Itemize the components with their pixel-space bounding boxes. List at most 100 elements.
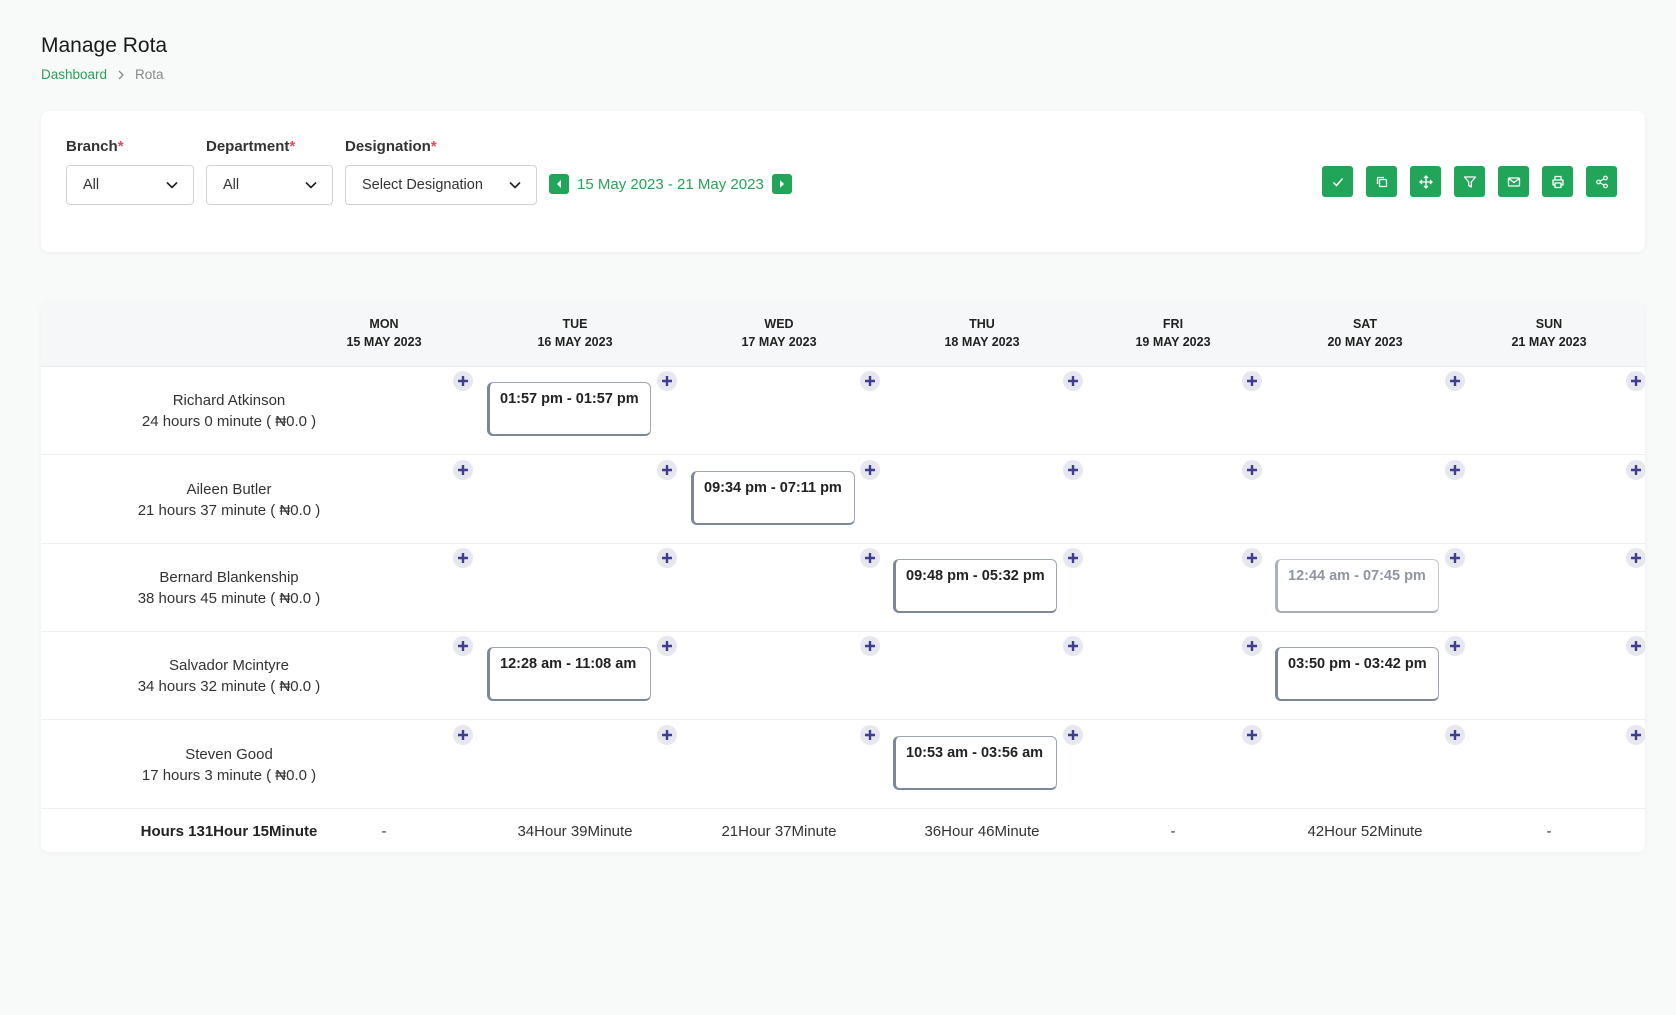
add-shift-button[interactable] [1626,636,1645,656]
department-label: Department* [206,138,296,155]
add-shift-button[interactable] [1242,371,1262,391]
move-button[interactable] [1410,166,1441,197]
shift-block[interactable]: 12:28 am - 11:08 am [487,647,651,701]
add-shift-button[interactable] [1626,371,1645,391]
plus-icon [1247,465,1257,475]
print-button[interactable] [1542,166,1573,197]
plus-icon [865,730,875,740]
add-shift-button[interactable] [657,460,677,480]
add-shift-button[interactable] [453,371,473,391]
shift-block[interactable]: 03:50 pm - 03:42 pm [1275,647,1439,701]
add-shift-button[interactable] [1063,548,1083,568]
shift-block[interactable]: 12:44 am - 07:45 pm [1275,559,1439,613]
add-shift-button[interactable] [657,636,677,656]
date-range-label: 15 May 2023 - 21 May 2023 [577,175,764,193]
plus-icon [865,553,875,563]
breadcrumb-current: Rota [135,67,164,82]
employee-name: Richard Atkinson [172,392,286,409]
add-shift-button[interactable] [1445,725,1465,745]
add-shift-button[interactable] [1626,548,1645,568]
plus-icon [1247,641,1257,651]
add-shift-button[interactable] [1242,548,1262,568]
add-shift-button[interactable] [860,636,880,656]
add-shift-button[interactable] [657,371,677,391]
day-date: 21 MAY 2023 [1511,335,1587,349]
email-button[interactable] [1498,166,1529,197]
shift-block[interactable]: 01:57 pm - 01:57 pm [487,382,651,436]
add-shift-button[interactable] [1445,371,1465,391]
add-shift-button[interactable] [453,725,473,745]
designation-label: Designation* [345,138,437,155]
plus-icon [865,376,875,386]
add-shift-button[interactable] [1063,725,1083,745]
add-shift-button[interactable] [1445,460,1465,480]
add-shift-button[interactable] [1063,371,1083,391]
next-week-button[interactable] [771,174,792,194]
designation-field: Designation* Select Designation [345,138,537,205]
add-shift-button[interactable] [1242,636,1262,656]
add-shift-button[interactable] [860,460,880,480]
plus-icon [1450,553,1460,563]
add-shift-button[interactable] [1242,725,1262,745]
day-date: 20 MAY 2023 [1327,335,1403,349]
move-icon [1418,174,1433,189]
chevron-down-icon [509,177,521,193]
day-name: TUE [562,317,588,331]
share-icon [1595,175,1608,188]
plus-icon [1450,730,1460,740]
branch-label: Branch* [66,138,124,155]
plus-icon [1631,376,1641,386]
filter-icon [1463,175,1476,188]
shift-block[interactable]: 09:34 pm - 07:11 pm [691,471,855,525]
department-select[interactable]: All [206,165,333,205]
plus-icon [1631,553,1641,563]
plus-icon [1068,376,1078,386]
add-shift-button[interactable] [657,548,677,568]
plus-icon [1068,730,1078,740]
department-field: Department* All [206,138,333,205]
add-shift-button[interactable] [860,725,880,745]
print-icon [1551,175,1564,188]
designation-select[interactable]: Select Designation [345,165,537,205]
day-name: WED [764,317,794,331]
shift-block[interactable]: 10:53 am - 03:56 am [893,736,1057,790]
chevron-down-icon [166,177,178,193]
share-button[interactable] [1586,166,1617,197]
add-shift-button[interactable] [1626,725,1645,745]
total-hours-label: Hours 131Hour 15Minute [140,823,318,840]
add-shift-button[interactable] [453,636,473,656]
branch-select[interactable]: All [66,165,194,205]
add-shift-button[interactable] [1063,460,1083,480]
add-shift-button[interactable] [1626,460,1645,480]
add-shift-button[interactable] [657,725,677,745]
breadcrumb: Dashboard Rota [41,67,164,82]
copy-button[interactable] [1366,166,1397,197]
publish-button[interactable] [1322,166,1353,197]
add-shift-button[interactable] [453,460,473,480]
employee-name: Steven Good [185,746,273,763]
page-title: Manage Rota [41,34,168,57]
add-shift-button[interactable] [1445,548,1465,568]
add-shift-button[interactable] [1445,636,1465,656]
mail-icon [1507,176,1520,187]
day-date: 15 MAY 2023 [346,335,422,349]
chevron-down-icon [305,177,317,193]
previous-week-button[interactable] [549,174,569,194]
shift-block[interactable]: 09:48 pm - 05:32 pm [893,559,1057,613]
plus-icon [865,641,875,651]
add-shift-button[interactable] [1242,460,1262,480]
add-shift-button[interactable] [860,371,880,391]
add-shift-button[interactable] [860,548,880,568]
add-shift-button[interactable] [453,548,473,568]
check-icon [1332,177,1343,187]
day-date: 17 MAY 2023 [741,335,817,349]
filter-button[interactable] [1454,166,1485,197]
add-shift-button[interactable] [1063,636,1083,656]
breadcrumb-dashboard-link[interactable]: Dashboard [41,67,108,82]
employee-hours: 34 hours 32 minute ( ₦0.0 ) [137,678,321,695]
